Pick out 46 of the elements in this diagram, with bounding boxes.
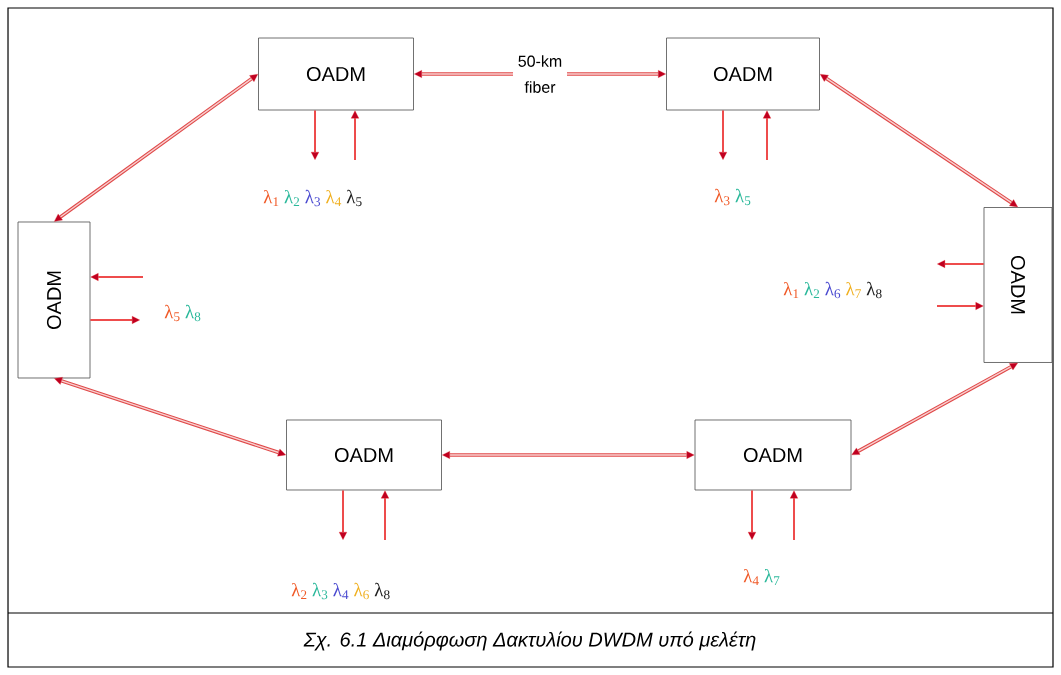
wavelength-label: λ$_{4}$	[333, 582, 349, 600]
add-arrow	[763, 110, 771, 161]
oadm-box: OADM	[258, 37, 414, 111]
wavelength-label: λ$_{5}$	[735, 188, 751, 206]
wavelength-label: λ$_{8}$	[185, 304, 201, 322]
wavelength-label: λ$_{1}$	[263, 189, 279, 207]
fiber-link	[820, 74, 1018, 208]
wavelength-label: λ$_{4}$	[326, 189, 342, 207]
add-arrow	[90, 273, 144, 281]
drop-arrow	[937, 260, 985, 268]
drop-arrow	[719, 109, 727, 160]
oadm-box: OADM	[666, 37, 820, 111]
oadm-box: OADM	[286, 419, 442, 491]
edge-label: 50-km fiber	[513, 54, 567, 94]
add-arrow	[351, 110, 359, 161]
wavelength-label: λ$_{2}$	[284, 189, 300, 207]
wavelength-label: λ$_{2}$	[291, 582, 307, 600]
wavelength-label: λ$_{3}$	[312, 582, 328, 600]
wavelength-label: λ$_{5}$	[164, 304, 180, 322]
wavelength-label: λ$_{2}$	[804, 281, 820, 299]
wavelength-label: λ$_{6}$	[354, 582, 369, 600]
wavelength-label: λ$_{5}$	[346, 189, 362, 207]
caption: Σχ. 6.1 Διαμόρφωση Δακτυλίου DWDM υπό μελέτη	[303, 631, 756, 651]
add-arrow	[381, 490, 389, 541]
fiber-link	[442, 451, 695, 459]
add-arrow	[936, 302, 984, 310]
wavelength-label: λ$_{7}$	[846, 281, 861, 299]
wavelength-label: λ$_{8}$	[374, 582, 390, 600]
wavelength-label: λ$_{3}$	[714, 188, 730, 206]
wavelength-label: λ$_{3}$	[305, 189, 321, 207]
wavelength-label: λ$_{1}$	[783, 281, 799, 299]
wavelength-label: λ$_{6}$	[825, 281, 841, 299]
drop-arrow	[311, 109, 319, 160]
wavelength-label: λ$_{8}$	[866, 281, 882, 299]
oadm-box: OADM	[983, 207, 1053, 363]
drop-arrow	[89, 316, 140, 324]
wavelength-label: λ$_{4}$	[743, 568, 759, 586]
oadm-box: OADM	[694, 419, 852, 491]
oadm-box: OADM	[17, 221, 91, 379]
drop-arrow	[748, 489, 756, 540]
drop-arrow	[339, 489, 347, 540]
wavelength-label: λ$_{7}$	[764, 568, 780, 586]
fiber-link	[54, 74, 258, 222]
add-arrow	[790, 490, 798, 541]
fiber-link	[851, 362, 1018, 455]
fiber-link	[54, 377, 286, 457]
